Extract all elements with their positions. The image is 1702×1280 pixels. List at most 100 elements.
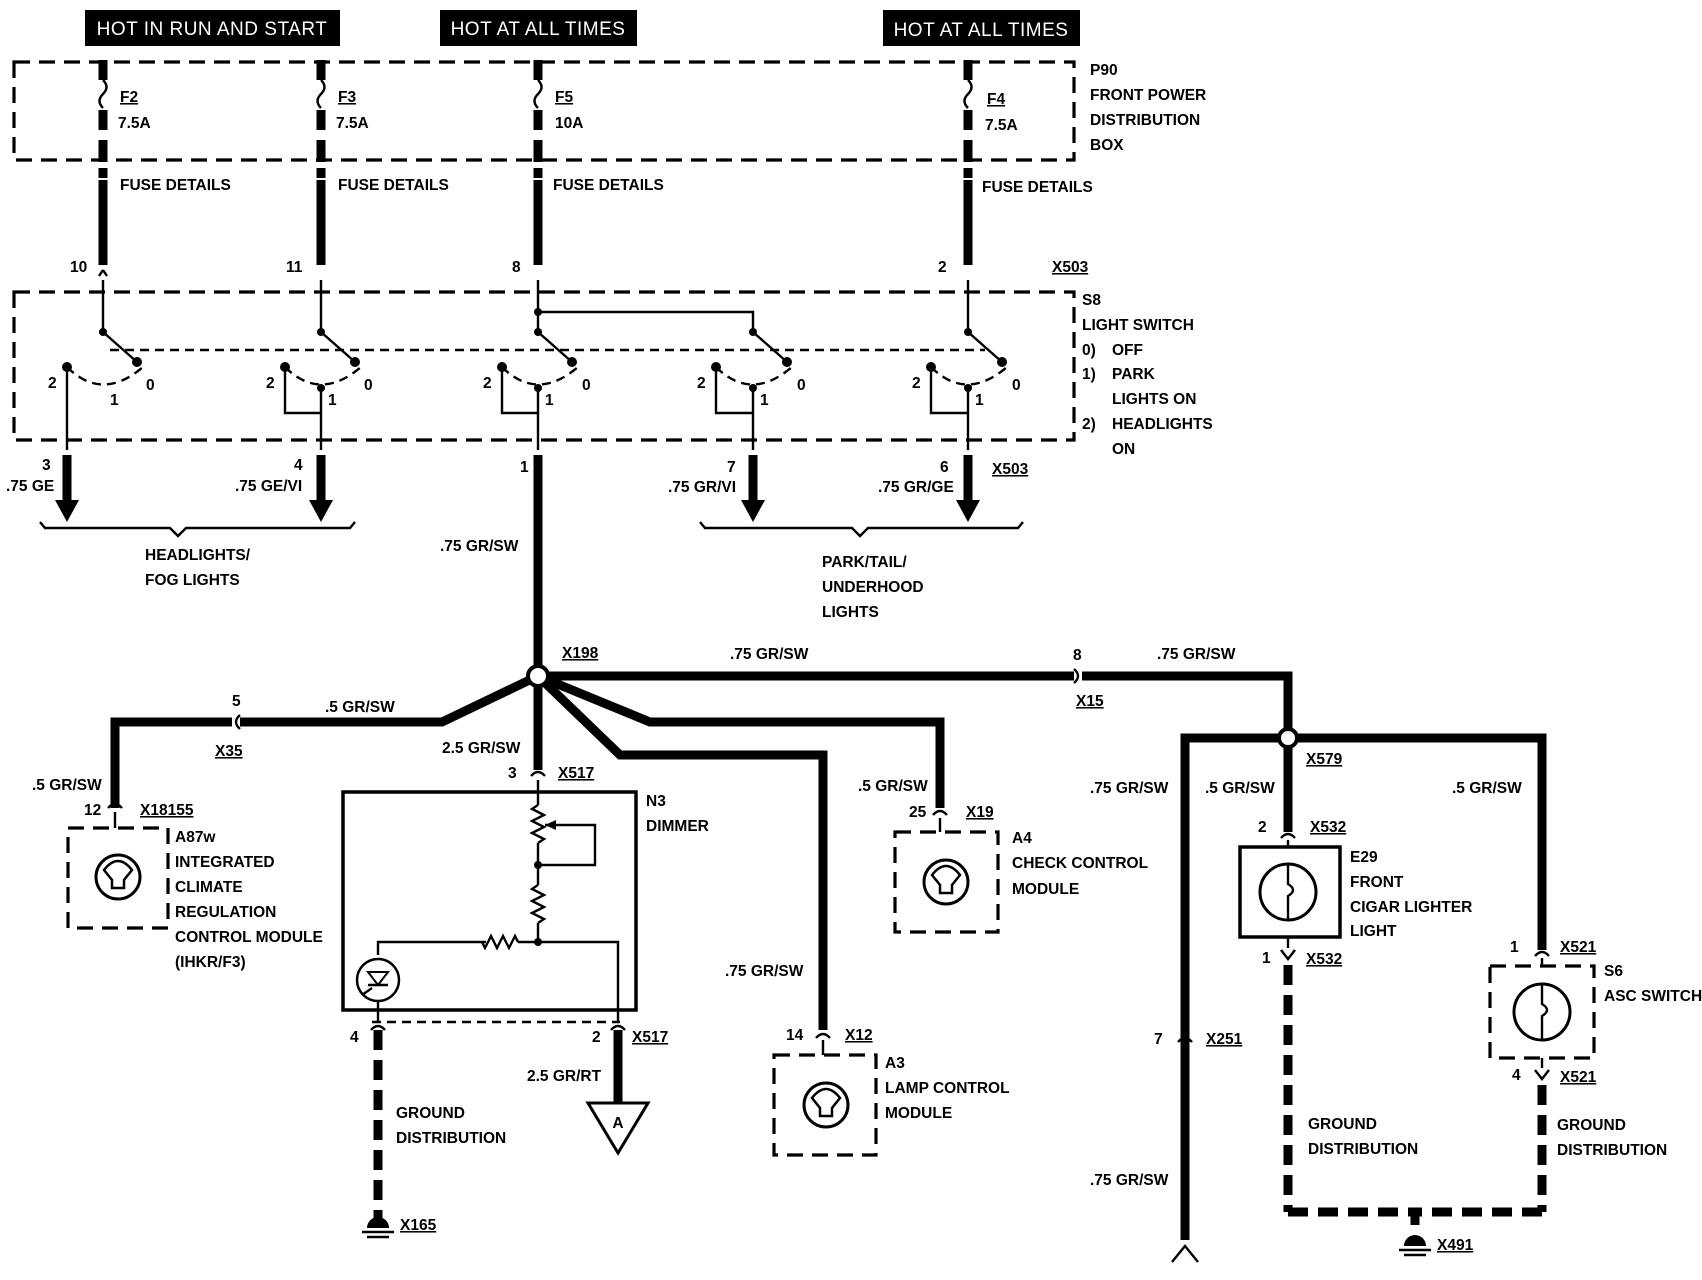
svg-text:5: 5 <box>232 693 241 710</box>
svg-text:.5 GR/SW: .5 GR/SW <box>858 778 928 795</box>
svg-text:0: 0 <box>1012 377 1021 394</box>
svg-text:1: 1 <box>545 392 554 409</box>
svg-text:.5 GR/SW: .5 GR/SW <box>325 699 395 716</box>
svg-text:.5 GR/SW: .5 GR/SW <box>1452 780 1522 797</box>
svg-text:10A: 10A <box>555 115 583 132</box>
output-park-lights: 7 .75 GR/VI 6 .75 GR/GE X503 PARK/TAIL/ … <box>668 455 1029 621</box>
svg-text:X532: X532 <box>1310 819 1346 836</box>
svg-text:F2: F2 <box>120 89 138 106</box>
svg-text:S6: S6 <box>1604 963 1623 980</box>
svg-text:4: 4 <box>294 457 303 474</box>
svg-text:X521: X521 <box>1560 1069 1597 1086</box>
svg-text:DISTRIBUTION: DISTRIBUTION <box>1557 1142 1667 1159</box>
svg-text:E29: E29 <box>1350 849 1378 866</box>
svg-text:1: 1 <box>110 392 119 409</box>
svg-text:A87w: A87w <box>175 829 216 846</box>
svg-text:FOG LIGHTS: FOG LIGHTS <box>145 572 240 589</box>
svg-text:MODULE: MODULE <box>1012 881 1079 898</box>
svg-text:CLIMATE: CLIMATE <box>175 879 243 896</box>
svg-text:X503: X503 <box>992 461 1029 478</box>
svg-text:FUSE DETAILS: FUSE DETAILS <box>120 177 231 194</box>
svg-text:6: 6 <box>940 459 949 476</box>
svg-text:ON: ON <box>1112 441 1135 458</box>
svg-text:BOX: BOX <box>1090 137 1124 154</box>
svg-text:A4: A4 <box>1012 830 1032 847</box>
svg-text:0: 0 <box>364 377 373 394</box>
svg-text:.75 GR/SW: .75 GR/SW <box>1157 646 1236 663</box>
header-hot-at-all-times-right: HOT AT ALL TIMES <box>883 10 1080 46</box>
fuse-f5: F5 10A FUSE DETAILS 8 <box>512 60 664 276</box>
svg-text:10: 10 <box>70 259 87 276</box>
svg-text:X198: X198 <box>562 645 599 662</box>
svg-text:X251: X251 <box>1206 1031 1243 1048</box>
svg-text:0: 0 <box>797 377 806 394</box>
ground-symbol-x165 <box>362 1217 394 1239</box>
splice-x198: .75 GR/SW 8 X15 .75 GR/SW .5 GR/SW 5 X35… <box>110 646 1293 1030</box>
svg-text:LIGHT: LIGHT <box>1350 923 1397 940</box>
svg-text:FUSE DETAILS: FUSE DETAILS <box>338 177 449 194</box>
svg-text:X19: X19 <box>966 804 994 821</box>
svg-text:2: 2 <box>48 375 57 392</box>
svg-text:LAMP CONTROL: LAMP CONTROL <box>885 1080 1010 1097</box>
svg-text:X517: X517 <box>632 1029 668 1046</box>
e29-cigar-lighter-light: 2 X532 E29 FRONT CIGAR LIGHTER LIGHT 1 X… <box>1238 819 1472 1212</box>
svg-text:X517: X517 <box>558 765 594 782</box>
svg-text:.75 GR/SW: .75 GR/SW <box>440 538 519 555</box>
svg-text:F4: F4 <box>987 91 1005 108</box>
svg-text:DISTRIBUTION: DISTRIBUTION <box>1090 112 1200 129</box>
svg-text:2: 2 <box>938 259 947 276</box>
svg-text:CIGAR LIGHTER: CIGAR LIGHTER <box>1350 899 1472 916</box>
header-hot-at-all-times-mid: HOT AT ALL TIMES <box>440 10 637 46</box>
main-feed-wire: 1 .75 GR/SW X198 <box>440 455 599 672</box>
svg-text:X532: X532 <box>1306 951 1342 968</box>
svg-text:F5: F5 <box>555 89 573 106</box>
switch-section-4: 2 1 0 <box>697 328 806 450</box>
fuse-f4: F4 7.5A FUSE DETAILS 2 <box>938 60 1093 276</box>
svg-text:GROUND: GROUND <box>1557 1117 1626 1134</box>
svg-text:HOT AT ALL TIMES: HOT AT ALL TIMES <box>451 19 626 40</box>
output-headlights: 3 .75 GE 4 .75 GE/VI HEADLIGHTS/ FOG LIG… <box>6 455 356 589</box>
svg-text:.5 GR/SW: .5 GR/SW <box>32 777 102 794</box>
svg-text:X503: X503 <box>1052 259 1089 276</box>
svg-text:PARK: PARK <box>1112 366 1156 383</box>
switch-section-1: 2 1 0 <box>48 269 155 450</box>
svg-text:7: 7 <box>1154 1031 1163 1048</box>
svg-text:LIGHTS: LIGHTS <box>822 604 879 621</box>
svg-text:PARK/TAIL/: PARK/TAIL/ <box>822 554 907 571</box>
svg-text:HEADLIGHTS/: HEADLIGHTS/ <box>145 547 251 564</box>
svg-text:0: 0 <box>582 377 591 394</box>
svg-text:.75 GE/VI: .75 GE/VI <box>235 478 302 495</box>
splice-x579: X579 .75 GR/SW .5 GR/SW .5 GR/SW 7 X251 … <box>1090 727 1547 1263</box>
svg-text:(IHKR/F3): (IHKR/F3) <box>175 954 246 971</box>
svg-text:2: 2 <box>697 375 706 392</box>
svg-text:MODULE: MODULE <box>885 1105 952 1122</box>
svg-text:X579: X579 <box>1306 751 1343 768</box>
svg-text:CONTROL MODULE: CONTROL MODULE <box>175 929 323 946</box>
svg-text:.75 GR/SW: .75 GR/SW <box>725 963 804 980</box>
svg-text:2: 2 <box>483 375 492 392</box>
svg-text:DISTRIBUTION: DISTRIBUTION <box>396 1130 506 1147</box>
svg-text:FRONT: FRONT <box>1350 874 1404 891</box>
svg-text:4: 4 <box>1512 1067 1521 1084</box>
svg-text:LIGHT SWITCH: LIGHT SWITCH <box>1082 317 1194 334</box>
svg-text:1: 1 <box>520 459 529 476</box>
svg-text:1: 1 <box>760 392 769 409</box>
svg-text:OFF: OFF <box>1112 342 1143 359</box>
svg-text:1: 1 <box>328 392 337 409</box>
svg-text:2.5 GR/RT: 2.5 GR/RT <box>527 1068 602 1085</box>
svg-text:.75 GR/SW: .75 GR/SW <box>1090 1172 1169 1189</box>
svg-text:4: 4 <box>350 1029 359 1046</box>
svg-text:.75 GE: .75 GE <box>6 478 54 495</box>
svg-text:A3: A3 <box>885 1055 905 1072</box>
svg-text:X18155: X18155 <box>140 802 194 819</box>
svg-text:1): 1) <box>1082 366 1096 383</box>
svg-text:.75 GR/SW: .75 GR/SW <box>730 646 809 663</box>
svg-text:FUSE DETAILS: FUSE DETAILS <box>553 177 664 194</box>
svg-text:REGULATION: REGULATION <box>175 904 276 921</box>
svg-text:UNDERHOOD: UNDERHOOD <box>822 579 924 596</box>
svg-text:X12: X12 <box>845 1027 873 1044</box>
svg-text:7.5A: 7.5A <box>118 115 151 132</box>
svg-text:GROUND: GROUND <box>1308 1116 1377 1133</box>
svg-text:14: 14 <box>786 1027 804 1044</box>
